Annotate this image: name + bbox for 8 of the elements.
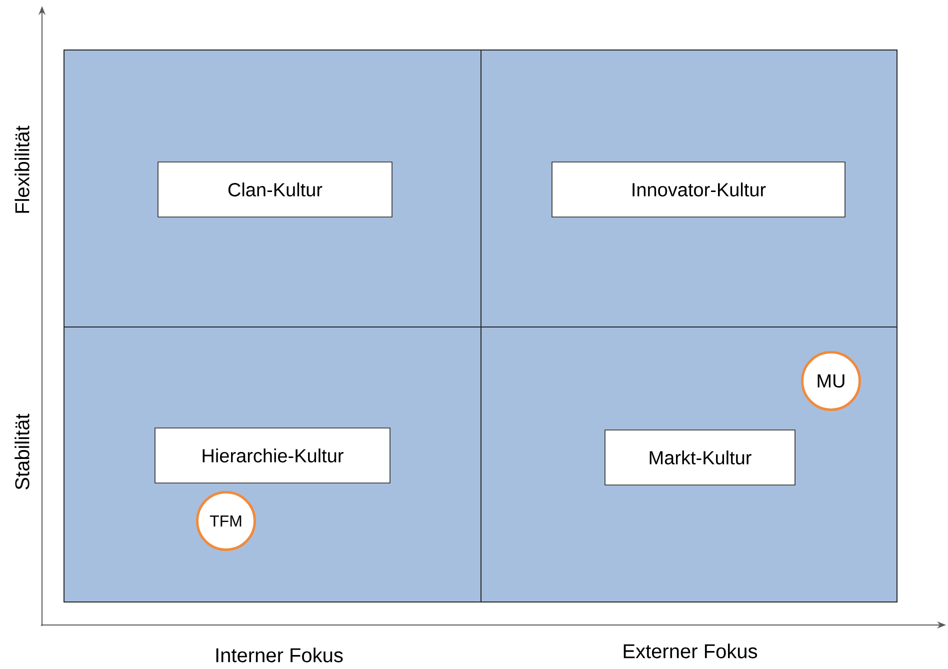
axis-label: Flexibilität <box>14 126 30 213</box>
axis-label: Stabilität <box>14 414 30 490</box>
culture-box: Markt-Kultur <box>604 430 796 486</box>
culture-box: Innovator-Kultur <box>552 162 846 218</box>
axis-label: Interner Fokus <box>216 648 343 662</box>
culture-box: Hierarchie-Kultur <box>154 428 390 484</box>
axis-label: Externer Fokus <box>624 644 758 658</box>
culture-box: Clan-Kultur <box>158 162 392 218</box>
